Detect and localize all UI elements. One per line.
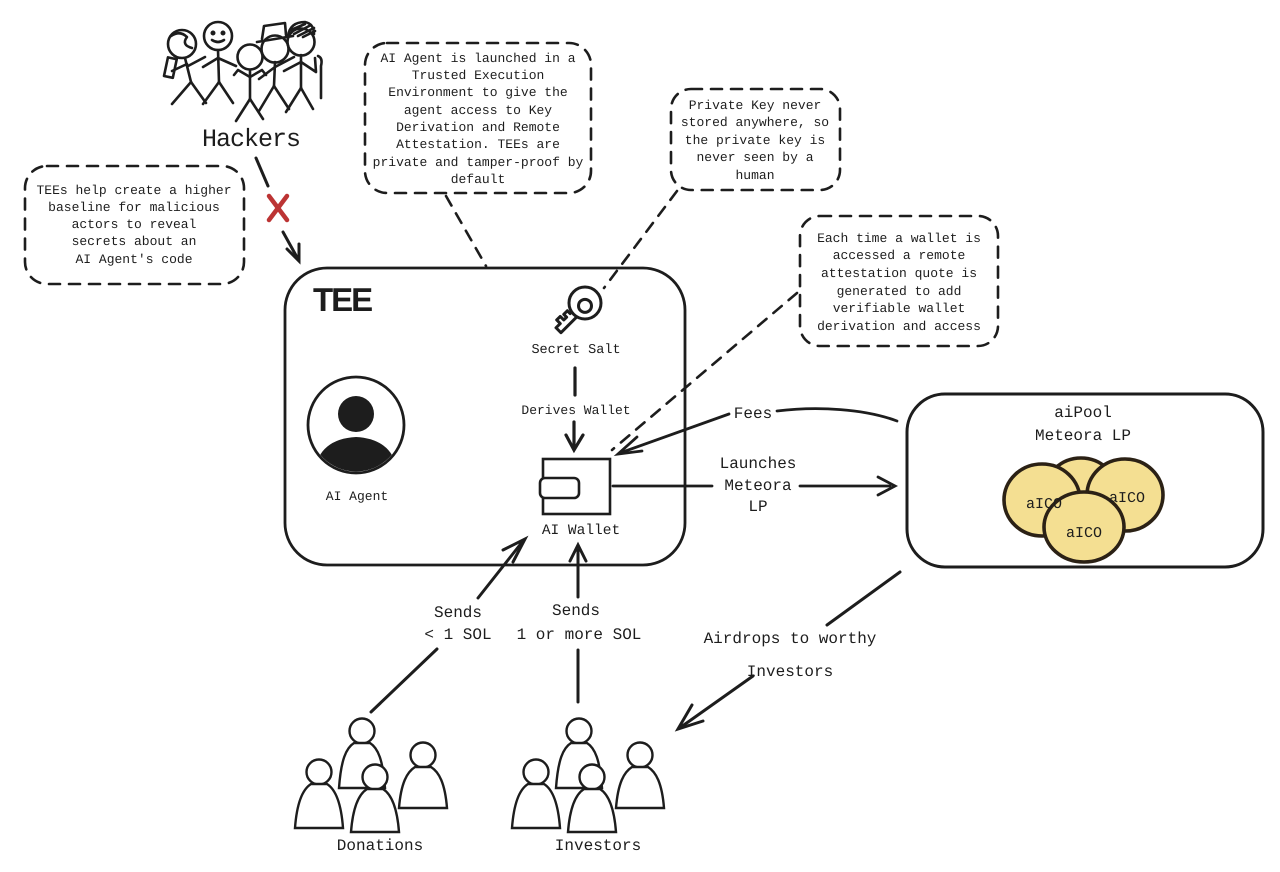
- svg-text:Trusted Execution: Trusted Execution: [412, 68, 545, 83]
- svg-text:Fees: Fees: [734, 405, 772, 423]
- svg-text:Hackers: Hackers: [202, 125, 300, 154]
- svg-text:Sends: Sends: [552, 602, 600, 620]
- svg-text:baseline for malicious: baseline for malicious: [48, 200, 220, 215]
- svg-text:stored anywhere, so: stored anywhere, so: [681, 115, 829, 130]
- svg-text:agent access to Key: agent access to Key: [404, 103, 552, 118]
- svg-text:aICO: aICO: [1066, 525, 1102, 542]
- svg-text:< 1 SOL: < 1 SOL: [424, 626, 491, 644]
- svg-text:Derivation and Remote: Derivation and Remote: [396, 120, 560, 135]
- svg-text:derivation and access: derivation and access: [817, 319, 981, 334]
- svg-text:generated to add: generated to add: [837, 284, 962, 299]
- svg-text:Secret Salt: Secret Salt: [531, 343, 620, 358]
- svg-text:attestation quote is: attestation quote is: [821, 266, 977, 281]
- svg-text:Investors: Investors: [747, 663, 833, 681]
- svg-text:never seen by a: never seen by a: [696, 150, 813, 165]
- svg-text:default: default: [451, 172, 506, 187]
- svg-text:accessed a remote: accessed a remote: [833, 248, 966, 263]
- svg-text:Launches: Launches: [720, 455, 797, 473]
- svg-text:TEEs help create a higher: TEEs help create a higher: [36, 183, 231, 198]
- svg-text:AI Wallet: AI Wallet: [542, 523, 620, 539]
- svg-text:human: human: [735, 168, 774, 183]
- svg-text:Environment to give the: Environment to give the: [388, 85, 567, 100]
- svg-text:secrets about an: secrets about an: [72, 234, 197, 249]
- svg-text:Private Key never: Private Key never: [689, 98, 822, 113]
- svg-text:Each time a wallet is: Each time a wallet is: [817, 231, 981, 246]
- svg-text:TEE: TEE: [313, 281, 372, 318]
- svg-text:AI Agent's code: AI Agent's code: [75, 252, 192, 267]
- svg-text:aICO: aICO: [1109, 490, 1145, 507]
- svg-text:Airdrops to worthy: Airdrops to worthy: [704, 630, 877, 648]
- svg-text:the private key is: the private key is: [685, 133, 825, 148]
- svg-text:Meteora LP: Meteora LP: [1035, 427, 1131, 445]
- svg-text:actors to reveal: actors to reveal: [72, 217, 197, 232]
- svg-text:Sends: Sends: [434, 604, 482, 622]
- svg-text:LP: LP: [748, 498, 767, 516]
- svg-text:AI Agent is launched in a: AI Agent is launched in a: [380, 51, 575, 66]
- svg-text:Investors: Investors: [555, 837, 641, 855]
- svg-text:Donations: Donations: [337, 837, 423, 855]
- svg-text:aICO: aICO: [1026, 496, 1062, 513]
- svg-text:Meteora: Meteora: [724, 477, 792, 495]
- svg-text:AI Agent: AI Agent: [326, 489, 388, 504]
- svg-text:Attestation. TEEs are: Attestation. TEEs are: [396, 137, 560, 152]
- svg-text:aiPool: aiPool: [1054, 404, 1112, 422]
- svg-text:private and tamper-proof by: private and tamper-proof by: [373, 155, 584, 170]
- svg-text:verifiable wallet: verifiable wallet: [833, 301, 966, 316]
- svg-text:1 or more SOL: 1 or more SOL: [517, 626, 642, 644]
- svg-text:Derives Wallet: Derives Wallet: [521, 403, 630, 418]
